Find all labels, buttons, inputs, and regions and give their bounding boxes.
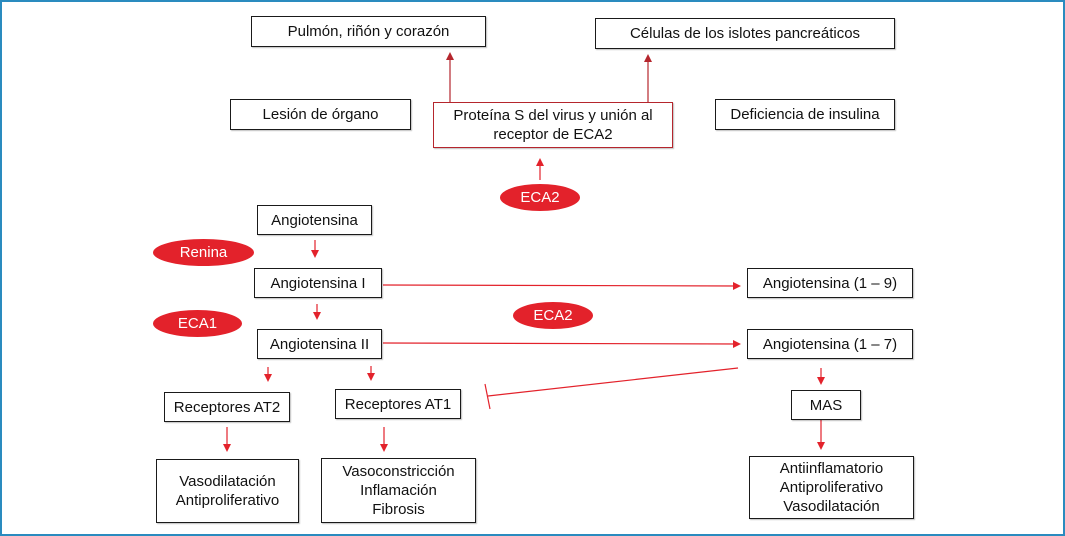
inhibition-ang1-7-to-at1 <box>487 367 739 397</box>
at2-effect-item: Vasodilatación <box>179 473 276 490</box>
receptors-at2-box: Receptores AT2 <box>164 392 290 422</box>
receptors-at1-label: Receptores AT1 <box>344 395 452 413</box>
angiotensin-1-9-box: Angiotensina (1 – 9) <box>747 268 913 298</box>
organs-label: Pulmón, riñón y corazón <box>287 23 450 40</box>
enzyme-eca1-label: ECA1 <box>177 315 218 332</box>
spike-protein-box: Proteína S del virus y unión al receptor… <box>433 102 673 148</box>
at1-effect-item: Vasoconstricción <box>342 463 455 480</box>
spike-label-line2: receptor de ECA2 <box>493 126 613 143</box>
at2-effects-box: Vasodilatación Antiproliferativo <box>156 459 299 523</box>
angiotensin-2-box: Angiotensina II <box>257 329 382 359</box>
angiotensin-1-7-box: Angiotensina (1 – 7) <box>747 329 913 359</box>
organs-box: Pulmón, riñón y corazón <box>251 16 486 47</box>
angiotensin-1-7-label: Angiotensina (1 – 7) <box>762 335 898 353</box>
at1-effect-item: Fibrosis <box>372 501 425 518</box>
at1-effect-item: Inflamación <box>360 482 437 499</box>
spike-label-line1: Proteína S del virus y unión al <box>453 107 653 124</box>
arrow-ang2-to-ang1-7 <box>382 339 741 348</box>
inhibition-bar <box>484 383 491 410</box>
organ-damage-label: Lesión de órgano <box>262 106 379 123</box>
angiotensin-1-label: Angiotensina I <box>270 274 366 292</box>
receptors-at2-label: Receptores AT2 <box>173 398 281 416</box>
mas-effect-item: Vasodilatación <box>783 498 880 515</box>
islets-box: Células de los islotes pancreáticos <box>595 18 895 49</box>
mas-effect-item: Antiinflamatorio <box>779 460 884 477</box>
enzyme-eca1: ECA1 <box>153 310 242 337</box>
angiotensin-1-box: Angiotensina I <box>254 268 382 298</box>
angiotensin-2-label: Angiotensina II <box>269 335 370 353</box>
mas-effect-item: Antiproliferativo <box>779 479 884 496</box>
angiotensin-1-9-label: Angiotensina (1 – 9) <box>762 274 898 292</box>
at2-effect-item: Antiproliferativo <box>175 492 280 509</box>
enzyme-eca2-middle: ECA2 <box>513 302 593 329</box>
receptors-at1-box: Receptores AT1 <box>335 389 461 419</box>
mas-box: MAS <box>791 390 861 420</box>
angiotensinogen-label: Angiotensina <box>271 211 358 229</box>
insulin-deficiency-label: Deficiencia de insulina <box>730 106 880 123</box>
enzyme-eca2-top-label: ECA2 <box>520 189 560 206</box>
arrow-ang1-to-ang1-9 <box>382 281 741 290</box>
organ-damage-box: Lesión de órgano <box>230 99 411 130</box>
enzyme-eca2-middle-label: ECA2 <box>533 307 573 324</box>
angiotensinogen-box: Angiotensina <box>257 205 372 235</box>
insulin-deficiency-box: Deficiencia de insulina <box>715 99 895 130</box>
enzyme-renina-label: Renina <box>179 244 228 261</box>
enzyme-renina: Renina <box>153 239 254 266</box>
at1-effects-box: Vasoconstricción Inflamación Fibrosis <box>321 458 476 523</box>
enzyme-eca2-top: ECA2 <box>500 184 580 211</box>
islets-label: Células de los islotes pancreáticos <box>629 25 861 42</box>
mas-label: MAS <box>809 396 843 414</box>
mas-effects-box: Antiinflamatorio Antiproliferativo Vasod… <box>749 456 914 519</box>
